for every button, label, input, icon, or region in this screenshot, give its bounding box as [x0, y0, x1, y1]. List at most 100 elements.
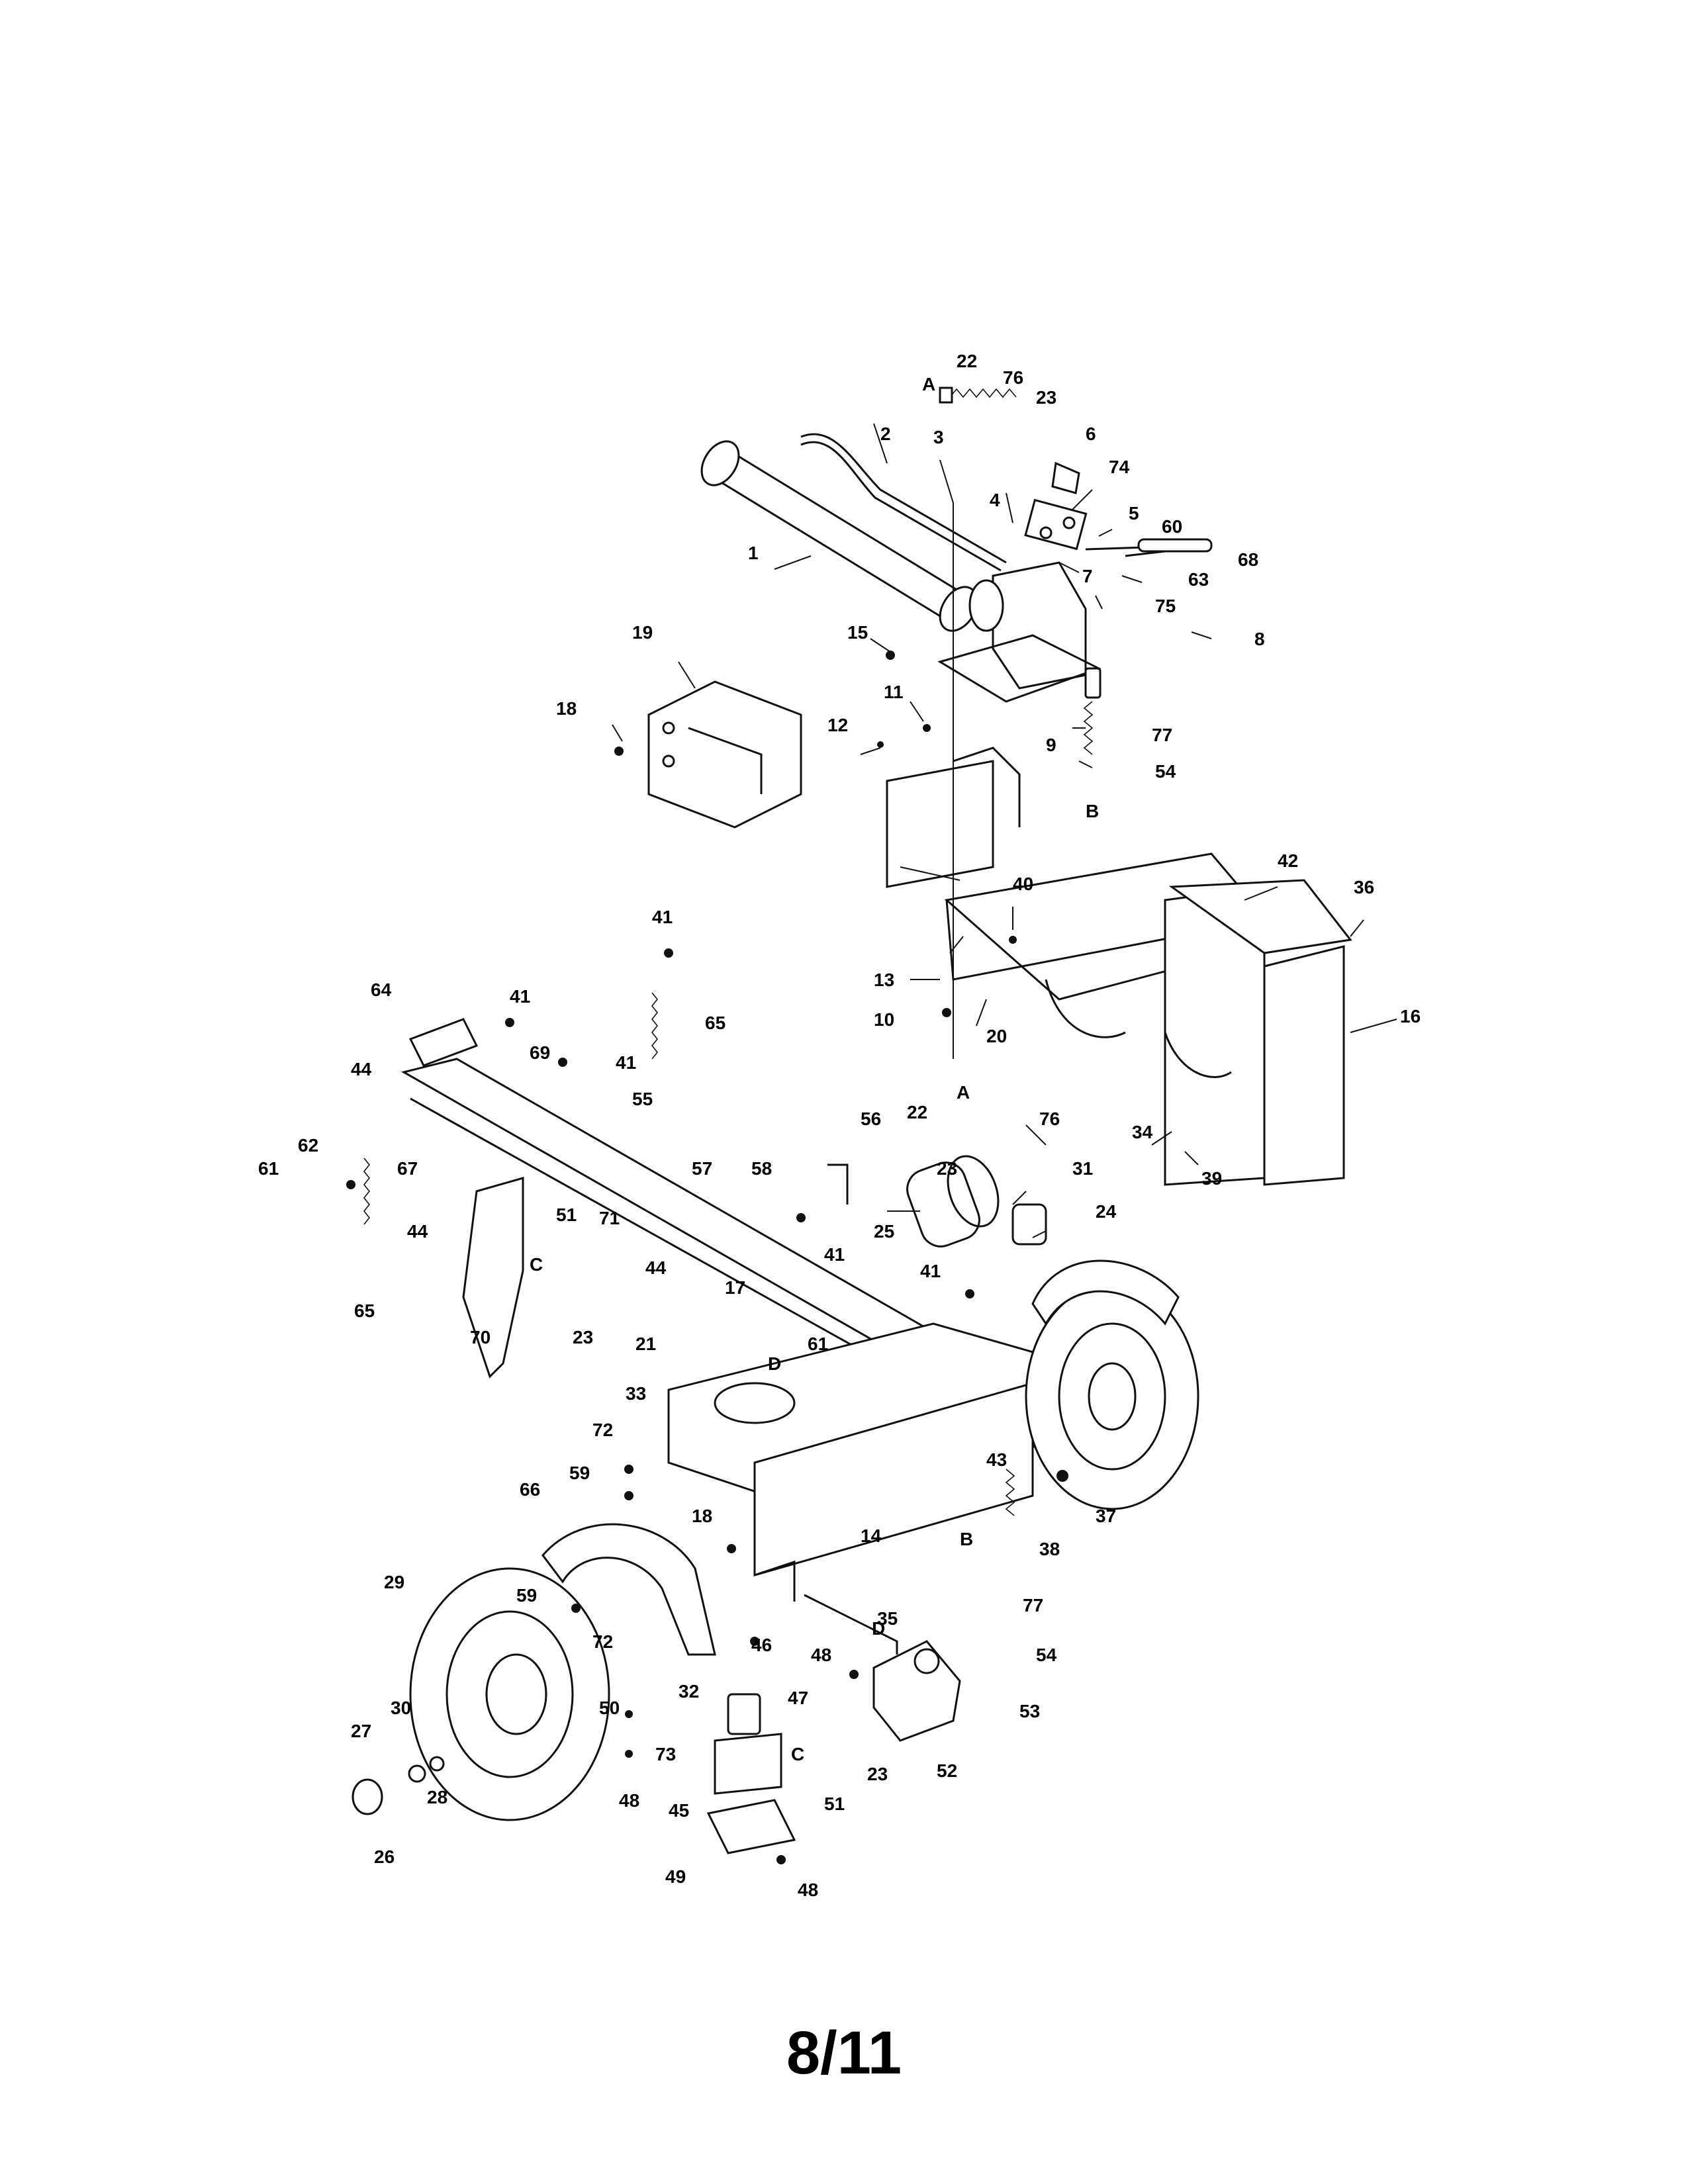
callout-64: 64 [371, 979, 392, 1000]
callout-10: 10 [874, 1009, 894, 1030]
callout-30: 30 [391, 1698, 411, 1718]
callout-35: 35 [877, 1608, 898, 1629]
support-bracket [647, 680, 802, 829]
callout-47: 47 [788, 1688, 808, 1708]
callout-53: 53 [1019, 1701, 1040, 1721]
leader-lines [612, 423, 1397, 1238]
callout-6: 6 [1086, 424, 1096, 444]
callout-C: C [530, 1254, 543, 1275]
hardware-dots [346, 651, 1068, 1864]
callout-19: 19 [632, 622, 653, 643]
callout-51: 51 [824, 1794, 845, 1814]
callout-22: 22 [957, 351, 977, 371]
rods-and-hoses [804, 1163, 1015, 1655]
part-drawings [352, 387, 1352, 1854]
callout-63: 63 [1188, 569, 1209, 590]
callout-77: 77 [1152, 725, 1172, 745]
callout-46: 46 [751, 1635, 772, 1655]
callout-7: 7 [1082, 566, 1093, 586]
hydraulic-cylinder [700, 433, 1007, 632]
callout-4: 4 [990, 490, 1000, 510]
callout-55: 55 [632, 1089, 653, 1109]
callout-D: D [768, 1353, 781, 1374]
callout-61: 61 [258, 1158, 279, 1179]
callout-38: 38 [1039, 1539, 1060, 1559]
callout-58: 58 [751, 1158, 772, 1179]
callout-22: 22 [907, 1102, 927, 1122]
callout-18: 18 [692, 1506, 712, 1526]
callout-41: 41 [824, 1244, 845, 1265]
callout-13: 13 [874, 970, 894, 990]
callout-65: 65 [354, 1300, 375, 1321]
callout-76: 76 [1039, 1109, 1060, 1129]
callout-44: 44 [407, 1221, 428, 1242]
callout-labels: 22 76 A 23 6 2 3 74 4 5 1 60 68 63 7 75 … [258, 351, 1421, 1900]
callout-66: 66 [520, 1479, 540, 1500]
callout-34: 34 [1132, 1122, 1153, 1142]
callout-27: 27 [351, 1721, 371, 1741]
callout-45: 45 [669, 1800, 689, 1821]
callout-29: 29 [384, 1572, 404, 1592]
callout-69: 69 [530, 1042, 550, 1063]
callout-32: 32 [679, 1681, 699, 1702]
callout-50: 50 [599, 1698, 620, 1718]
hub-hardware [352, 1756, 445, 1815]
callout-43: 43 [986, 1449, 1007, 1470]
callout-18: 18 [556, 698, 577, 719]
cylinder-mount-block [937, 561, 1102, 703]
callout-24: 24 [1096, 1201, 1117, 1222]
callout-5: 5 [1129, 503, 1139, 523]
callout-77: 77 [1023, 1595, 1043, 1615]
callout-74: 74 [1109, 457, 1130, 477]
callout-33: 33 [626, 1383, 646, 1404]
callout-60: 60 [1162, 516, 1182, 537]
callout-57: 57 [692, 1158, 712, 1179]
callout-72: 72 [592, 1420, 613, 1440]
safety-chains [363, 992, 659, 1225]
callout-12: 12 [827, 715, 848, 735]
callout-44: 44 [351, 1059, 372, 1079]
callout-40: 40 [1013, 874, 1033, 894]
callout-44: 44 [645, 1257, 667, 1278]
callout-52: 52 [937, 1760, 957, 1781]
callout-31: 31 [1072, 1158, 1093, 1179]
tow-tongue-frame [401, 1018, 956, 1385]
callout-A: A [957, 1082, 970, 1103]
callout-41: 41 [920, 1261, 941, 1281]
callout-8: 8 [1254, 629, 1265, 649]
callout-36: 36 [1354, 877, 1374, 897]
callout-39: 39 [1201, 1168, 1222, 1189]
right-wheel [1025, 1259, 1199, 1510]
callout-2: 2 [880, 424, 891, 444]
callout-B: B [960, 1529, 973, 1549]
beam-assembly [886, 747, 1352, 1186]
callout-3: 3 [933, 427, 944, 447]
control-valve [1024, 461, 1213, 557]
callout-62: 62 [298, 1135, 318, 1156]
callout-41: 41 [616, 1052, 636, 1073]
callout-15: 15 [847, 622, 868, 643]
callout-A: A [922, 374, 935, 394]
callout-23: 23 [573, 1327, 593, 1347]
callout-56: 56 [861, 1109, 881, 1129]
callout-51: 51 [556, 1205, 577, 1225]
callout-23: 23 [1036, 387, 1056, 408]
callout-41: 41 [652, 907, 673, 927]
callout-26: 26 [374, 1846, 395, 1867]
callout-61: 61 [808, 1334, 828, 1354]
callout-73: 73 [655, 1744, 676, 1764]
callout-28: 28 [427, 1787, 447, 1807]
callout-9: 9 [1046, 735, 1056, 755]
callout-17: 17 [725, 1277, 745, 1298]
callout-14: 14 [861, 1525, 882, 1546]
spring-assemblies-top [939, 387, 1102, 755]
callout-23: 23 [867, 1764, 888, 1784]
callout-67: 67 [397, 1158, 418, 1179]
callout-C: C [791, 1744, 804, 1764]
callout-D: D [872, 1618, 885, 1639]
callout-37: 37 [1096, 1506, 1116, 1526]
callout-72: 72 [592, 1631, 613, 1652]
left-wheel [409, 1523, 716, 1821]
callout-1: 1 [748, 543, 759, 563]
